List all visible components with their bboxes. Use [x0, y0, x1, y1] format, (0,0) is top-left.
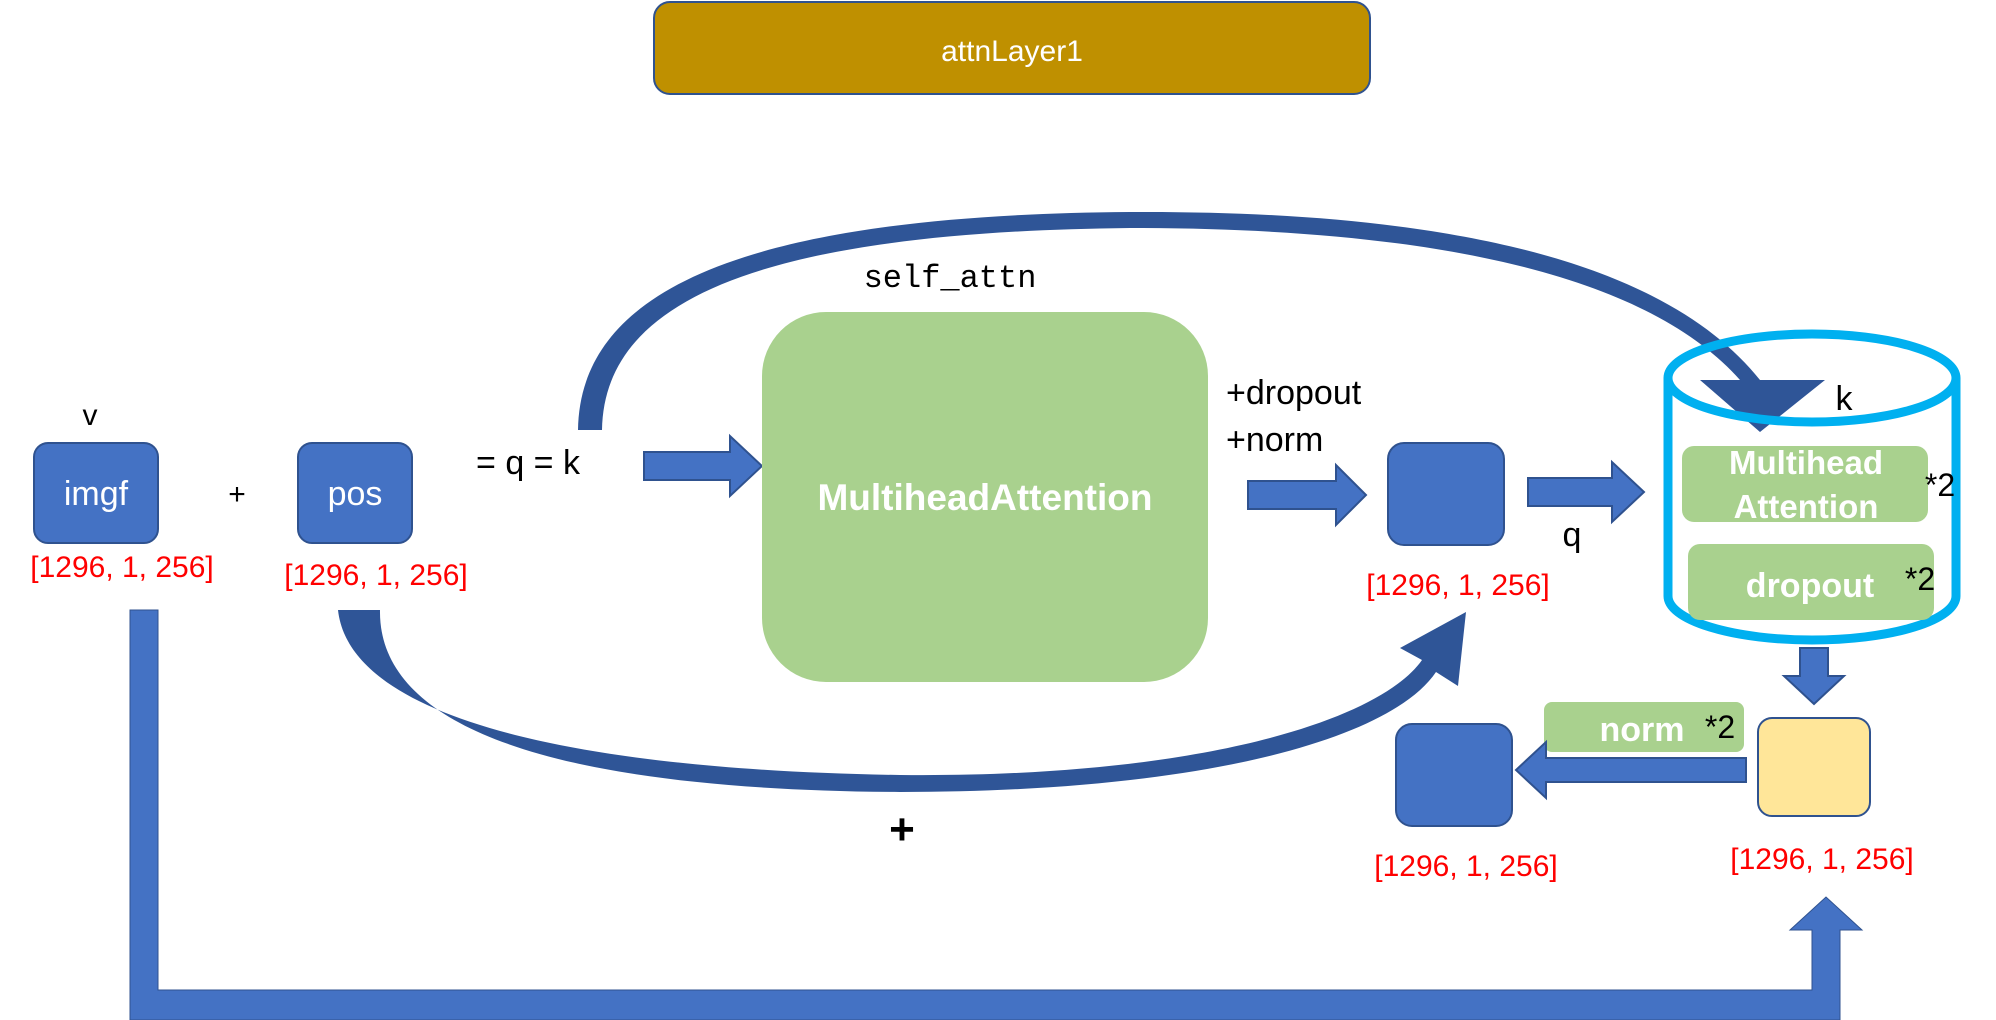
plus-dropout-label: +dropout: [1226, 374, 1362, 412]
title-text: attnLayer1: [941, 35, 1083, 68]
cyl-mha-box: [1682, 446, 1928, 522]
pos-shape: [1296, 1, 256]: [284, 559, 468, 592]
post-attn-box: [1387, 442, 1505, 546]
imgf-shape: [1296, 1, 256]: [30, 551, 214, 584]
title-bar: [653, 1, 1371, 95]
yellow-shape: [1296, 1, 256]: [1730, 843, 1914, 876]
v-label: v: [83, 399, 98, 432]
imgf-box: [33, 442, 159, 544]
norm-label: norm: [1600, 711, 1685, 749]
post-attn-shape: [1296, 1, 256]: [1366, 569, 1550, 602]
norm-box: [1544, 702, 1744, 752]
arrow-to-post-attn: [1247, 462, 1368, 528]
plus-norm-label: +norm: [1226, 421, 1323, 459]
yellow-box: [1757, 717, 1871, 817]
q-label: q: [1563, 516, 1582, 554]
cyl-dropout-box: [1688, 544, 1934, 620]
plus-small: +: [228, 478, 246, 511]
pos-box: [297, 442, 413, 544]
k-label: k: [1836, 380, 1854, 418]
imgf-label: imgf: [64, 475, 129, 513]
self-attn-label: self_attn: [864, 260, 1037, 297]
bottom-residual-arrow: [129, 609, 1864, 1020]
times2-dropout: *2: [1905, 561, 1935, 597]
output-shape: [1296, 1, 256]: [1374, 850, 1558, 883]
cyl-dropout-label: dropout: [1746, 567, 1874, 605]
mha-label: MultiheadAttention: [817, 477, 1152, 518]
output-box: [1395, 723, 1513, 827]
plus-big: +: [889, 805, 915, 854]
arrow-q-to-cylinder: [1527, 459, 1646, 525]
arrow-yellow-to-output: [1514, 739, 1747, 801]
eq-qk-label: = q = k: [476, 444, 581, 482]
pos-label: pos: [328, 475, 383, 513]
arrow-into-mha: [643, 433, 764, 499]
times2-norm: *2: [1705, 709, 1735, 745]
cylinder-top: [1663, 329, 1961, 427]
times2-mha: *2: [1925, 467, 1955, 503]
cylinder-body: [1663, 378, 1961, 645]
mha-block: [762, 312, 1208, 682]
arrow-cyl-to-yellow: [1781, 647, 1847, 706]
cyl-mha-line1: Multihead: [1729, 444, 1883, 481]
cyl-mha-line2: Attention: [1734, 488, 1879, 525]
